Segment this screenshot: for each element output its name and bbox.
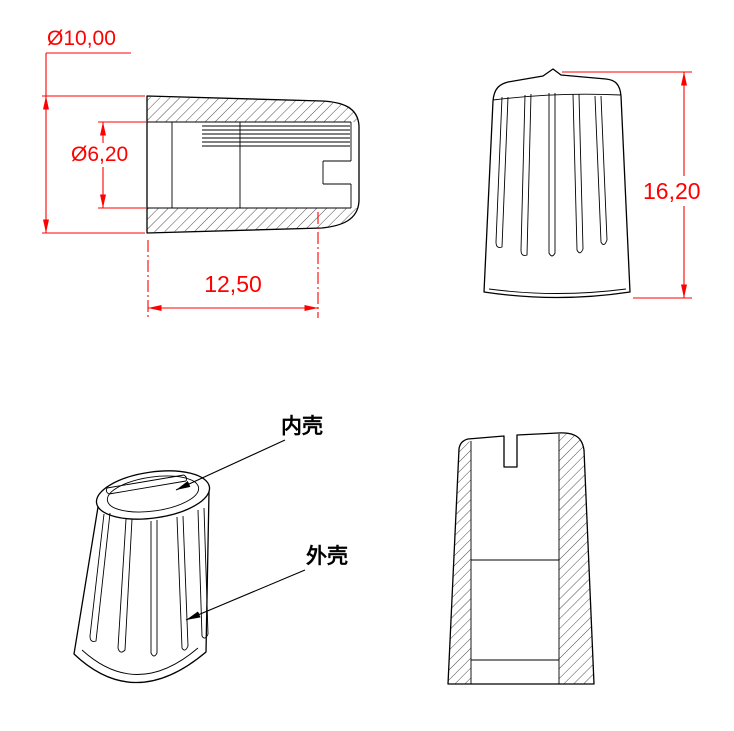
iso-rib-slots bbox=[89, 507, 209, 657]
section-side-view bbox=[146, 95, 360, 234]
section-inner-detail bbox=[147, 121, 352, 209]
cap-slot bbox=[105, 474, 188, 495]
front-section-inner-detail bbox=[470, 434, 560, 684]
dimension-height: 16,20 bbox=[562, 71, 701, 299]
knob-section-outline bbox=[146, 95, 360, 234]
cap-outer-ellipse bbox=[95, 470, 211, 520]
cap-seam-line bbox=[492, 93, 622, 101]
inner-shell-label: 内壳 bbox=[281, 414, 323, 438]
bottom-rim-line bbox=[488, 288, 627, 294]
dimension-inner-diameter: Ø6,20 bbox=[71, 121, 146, 209]
label-inner-shell: 内壳 bbox=[175, 414, 323, 491]
knob-front-section-outline bbox=[447, 432, 595, 685]
rib-slots bbox=[495, 93, 608, 257]
inner-diameter-text: Ø6,20 bbox=[71, 143, 128, 166]
front-view bbox=[483, 68, 631, 299]
outer-shell-leader-arrow bbox=[185, 569, 306, 621]
knurl-lines bbox=[202, 125, 350, 147]
knob-iso-body bbox=[73, 491, 210, 684]
dimension-outer-diameter: Ø10,00 bbox=[42, 27, 145, 234]
outer-diameter-text: Ø10,00 bbox=[47, 27, 116, 50]
dimension-length: 12,50 bbox=[147, 212, 319, 318]
length-text: 12,50 bbox=[204, 271, 262, 297]
inner-shell-leader-arrow bbox=[175, 439, 286, 491]
isometric-view bbox=[73, 470, 211, 684]
front-section-hatching bbox=[448, 432, 594, 684]
section-hatching bbox=[147, 97, 358, 232]
knob-front-outline bbox=[483, 68, 631, 299]
outer-shell-label: 外壳 bbox=[306, 544, 348, 568]
height-text: 16,20 bbox=[643, 178, 701, 204]
cap-inner-ellipse bbox=[106, 475, 200, 513]
label-outer-shell: 外壳 bbox=[185, 544, 348, 621]
section-front-view bbox=[447, 432, 595, 685]
iso-bottom-rim bbox=[81, 647, 199, 675]
